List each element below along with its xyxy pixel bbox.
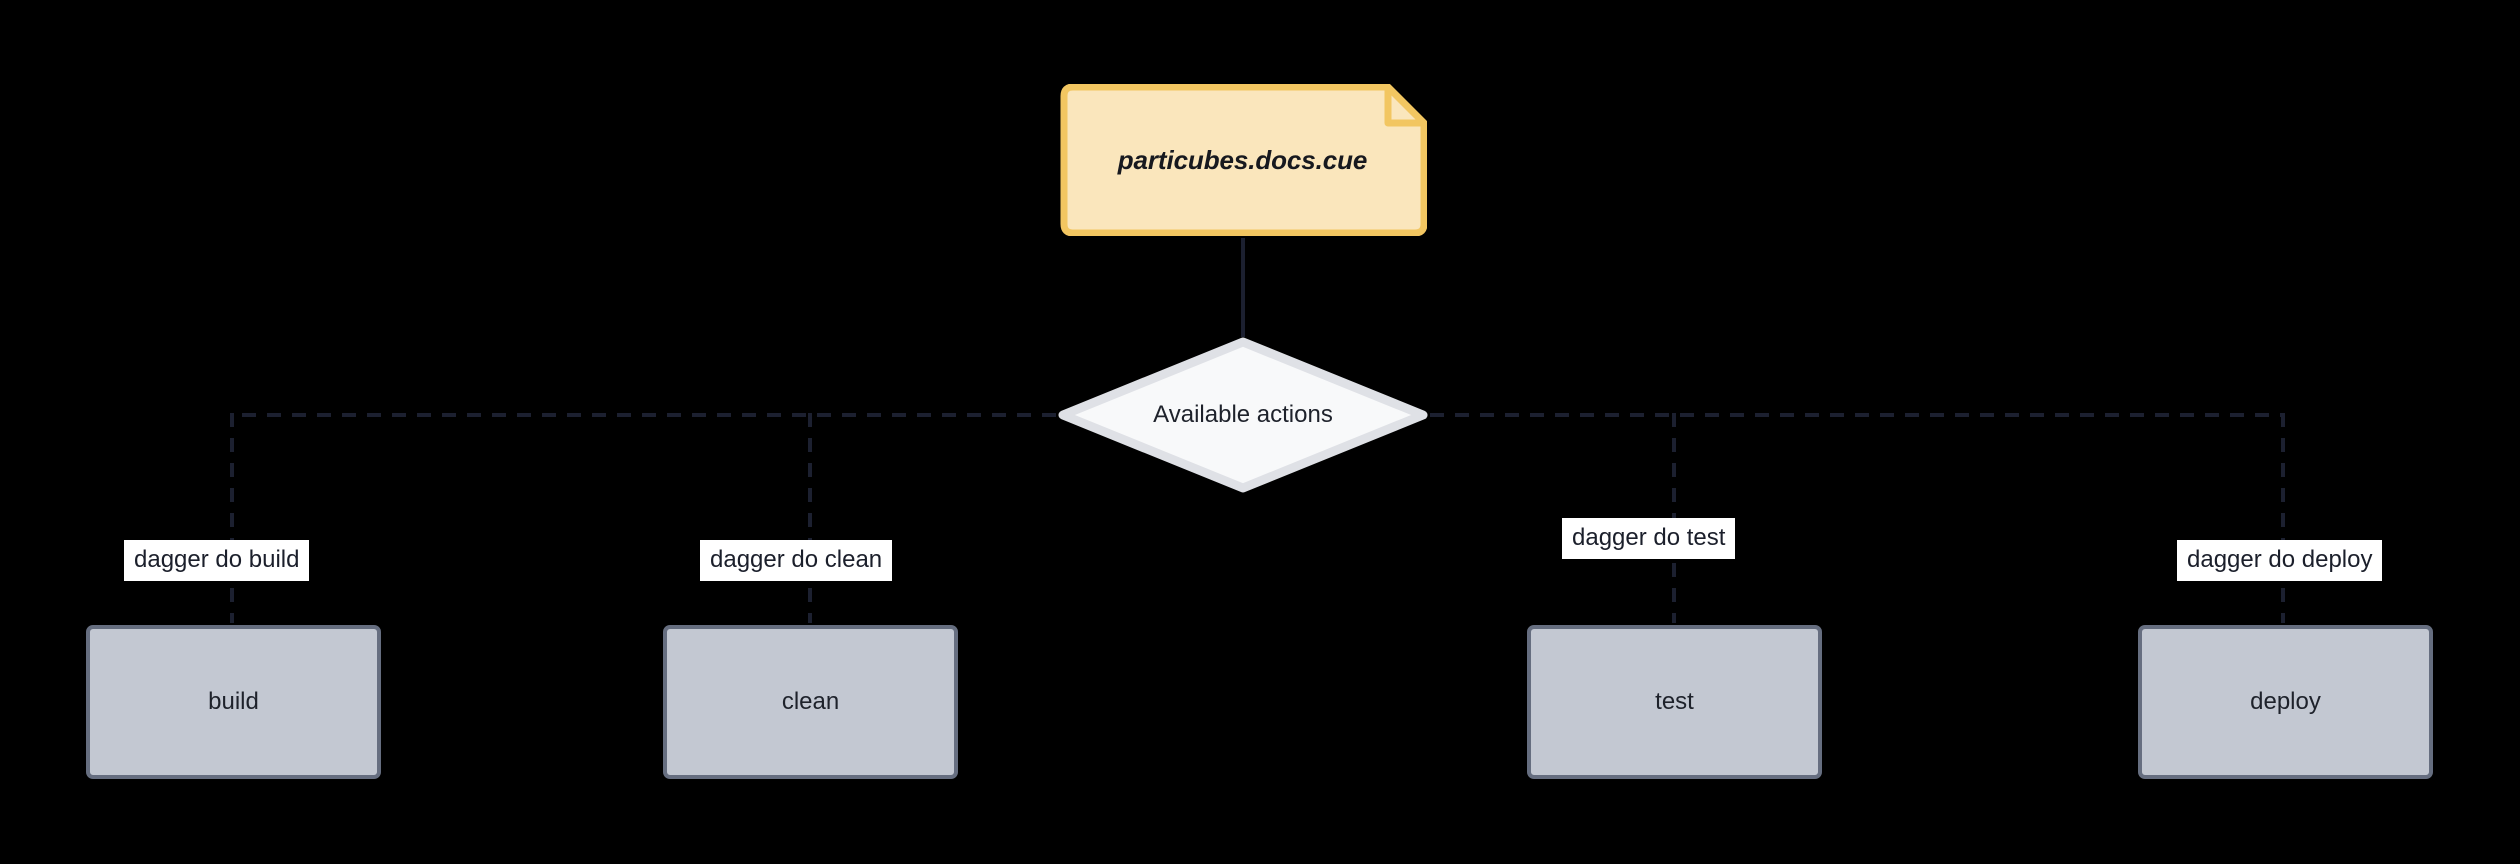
decision-node[interactable]: Available actions [1058,337,1428,493]
action-node-test[interactable]: test [1527,625,1822,779]
edge-label-test: dagger do test [1562,518,1736,559]
edge-label-deploy: dagger do deploy [2177,540,2383,581]
action-node-build[interactable]: build [86,625,381,779]
edge-label-clean: dagger do clean [700,540,893,581]
edge-label-build: dagger do build [124,540,310,581]
note-label: particubes.docs.cue [1117,144,1368,175]
decision-label: Available actions [1153,401,1333,428]
note-node[interactable]: particubes.docs.cue [1058,84,1427,236]
action-node-clean[interactable]: clean [663,625,958,779]
action-node-deploy[interactable]: deploy [2138,625,2433,779]
diamond-shape-icon [1058,337,1428,493]
note-shape-icon [1060,84,1427,236]
